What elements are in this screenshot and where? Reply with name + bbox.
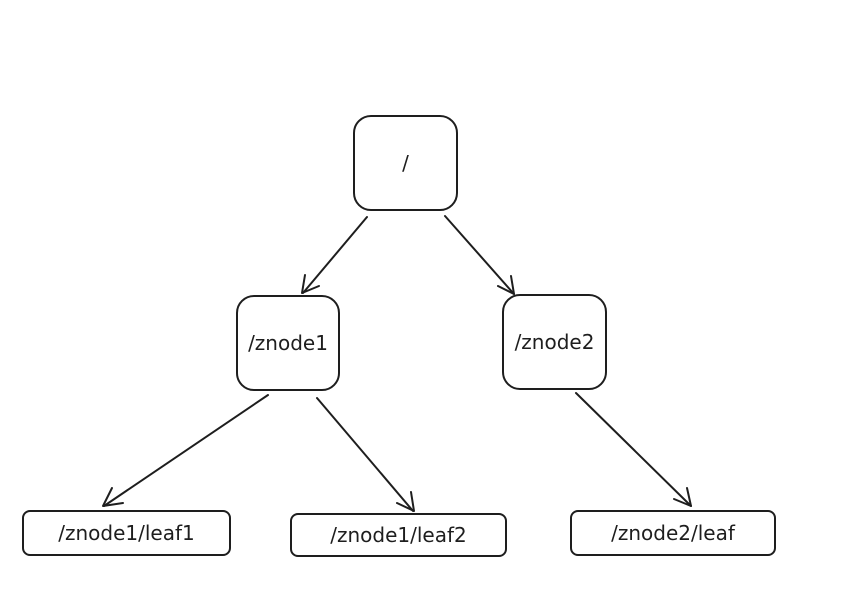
node-znode1: /znode1	[236, 295, 340, 391]
edge-root-to-znode1	[301, 216, 368, 294]
edge-znode1-to-leaf2	[316, 397, 415, 512]
node-root-label: /	[402, 151, 409, 175]
node-znode2: /znode2	[502, 294, 607, 390]
node-znode1-leaf2-label: /znode1/leaf2	[330, 523, 467, 547]
node-znode1-leaf1-label: /znode1/leaf1	[58, 521, 195, 545]
node-znode2-leaf-label: /znode2/leaf	[611, 521, 735, 545]
node-znode1-label: /znode1	[248, 331, 328, 355]
node-znode1-leaf1: /znode1/leaf1	[22, 510, 231, 556]
node-znode2-label: /znode2	[514, 330, 595, 354]
edge-znode1-to-leaf1	[102, 394, 269, 507]
node-znode1-leaf2: /znode1/leaf2	[290, 513, 507, 557]
node-root: /	[353, 115, 458, 211]
node-znode2-leaf: /znode2/leaf	[570, 510, 776, 556]
edge-znode2-to-leaf	[575, 392, 692, 507]
edge-root-to-znode2	[444, 215, 515, 295]
